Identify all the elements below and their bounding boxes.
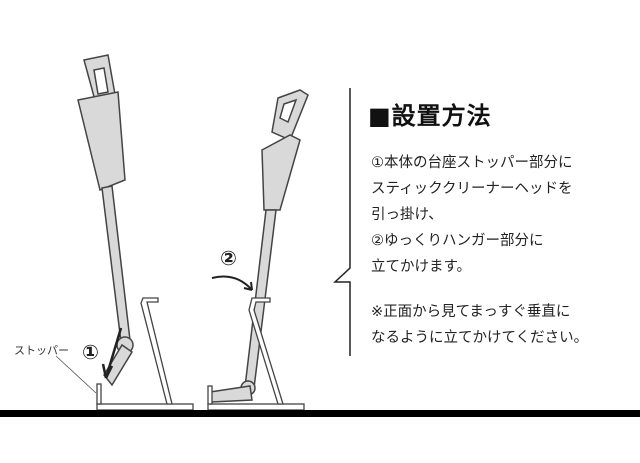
step1-arrow bbox=[101, 327, 123, 379]
divider-line bbox=[333, 88, 351, 356]
stopper-leader-line bbox=[55, 355, 97, 394]
step2-arrow bbox=[211, 275, 253, 291]
cleaner-left bbox=[77, 54, 134, 387]
step2-marker: ② bbox=[220, 246, 237, 270]
section-heading: ■設置方法 bbox=[368, 101, 492, 130]
step-line: 引っ掛け、 bbox=[371, 207, 443, 223]
stopper-label: ストッパー bbox=[14, 344, 69, 357]
instruction-steps: ①本体の台座ストッパー部分に スティッククリーナーヘッドを 引っ掛け、 ②ゆっく… bbox=[371, 150, 573, 280]
step-line: 立てかけます。 bbox=[371, 259, 472, 275]
step1-marker: ① bbox=[82, 340, 99, 364]
note-line: ※正面から見てまっすぐ垂直に bbox=[371, 304, 571, 320]
floor-bar bbox=[0, 410, 640, 417]
note-line: なるように立てかけてください。 bbox=[371, 330, 589, 346]
stand-right bbox=[207, 297, 305, 411]
step-line: ②ゆっくりハンガー部分に bbox=[371, 233, 544, 249]
step-line: スティッククリーナーヘッドを bbox=[371, 181, 573, 197]
stand-left bbox=[96, 297, 194, 411]
note: ※正面から見てまっすぐ垂直に なるように立てかけてください。 bbox=[371, 299, 588, 351]
step-line: ①本体の台座ストッパー部分に bbox=[371, 155, 573, 171]
